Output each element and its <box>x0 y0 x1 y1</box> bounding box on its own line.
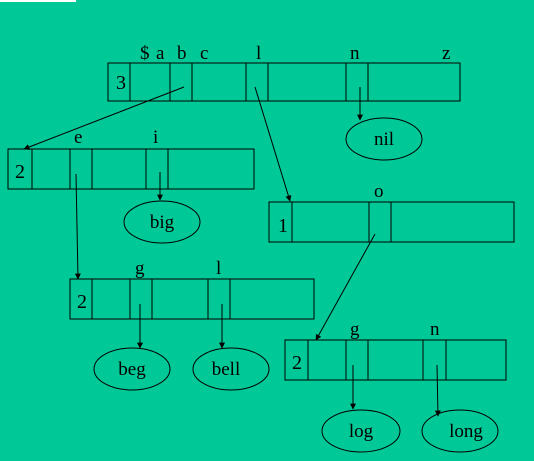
edge-arrows <box>23 86 441 417</box>
node-count: 2 <box>15 161 25 183</box>
leaf-label: log <box>349 421 374 442</box>
edge-label: l <box>216 258 221 279</box>
edge-label: n <box>350 43 360 64</box>
node-count: 2 <box>77 291 87 313</box>
edge-label: n <box>430 319 440 340</box>
corner-accent <box>0 0 76 2</box>
node-count: 3 <box>116 72 126 94</box>
edge-label: i <box>153 127 158 148</box>
edge-label: g <box>350 319 360 340</box>
leaf-long: long <box>421 409 499 453</box>
edge-label: a <box>156 43 165 64</box>
leaf-big: big <box>123 200 201 244</box>
node-count: 1 <box>278 215 288 237</box>
trie-node-root: 3 $ a b c l n z <box>107 43 461 102</box>
arrow-n-to-long <box>434 364 441 417</box>
leaf-label: long <box>449 421 483 442</box>
trie-node-l: 1 o <box>268 181 515 243</box>
trie-node-e: 2 e i <box>7 127 255 190</box>
edge-label: o <box>374 181 384 202</box>
node-count: 2 <box>292 352 302 374</box>
trie-node-lo: 2 g n <box>284 319 507 381</box>
edge-label: c <box>200 43 208 64</box>
trie-node-eg: 2 g l <box>69 258 315 320</box>
edge-label: g <box>135 258 145 279</box>
leaf-label: big <box>150 212 175 233</box>
edge-label: $ <box>140 43 150 64</box>
edge-label: z <box>442 43 450 64</box>
arrow-o-to-lo <box>315 233 376 341</box>
edge-label: l <box>256 43 261 64</box>
edge-label: b <box>177 43 187 64</box>
edge-label: e <box>74 127 82 148</box>
leaf-label: beg <box>118 359 146 380</box>
arrow-root-to-e <box>23 86 185 150</box>
arrow-root-to-l <box>254 86 292 202</box>
leaf-nil: nil <box>345 117 423 161</box>
leaf-beg: beg <box>93 347 171 391</box>
leaf-log: log <box>321 409 401 453</box>
leaf-bell: bell <box>192 347 270 391</box>
arrow-e-to-eg <box>74 173 81 280</box>
leaf-label: nil <box>374 129 394 150</box>
leaf-label: bell <box>212 359 241 380</box>
